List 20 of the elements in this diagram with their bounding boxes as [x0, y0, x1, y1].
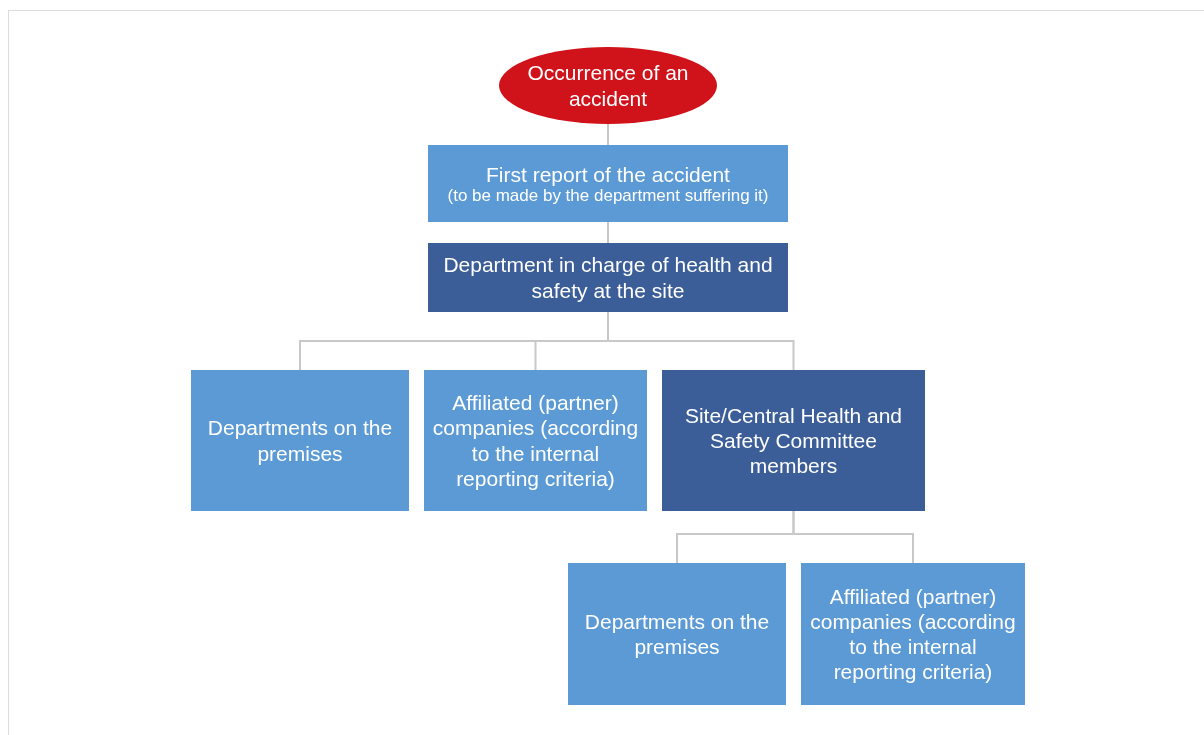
process-box — [424, 370, 647, 511]
process-box — [801, 563, 1025, 705]
node-title: Departments on the premises — [206, 415, 394, 466]
node-title: Occurrence of an accident — [526, 60, 690, 111]
connector-line — [792, 510, 914, 564]
process-box — [428, 243, 788, 312]
process-box — [568, 563, 786, 705]
connector-line — [607, 221, 609, 244]
node-title: Affiliated (partner) companies (according to the internal reporting criteria) — [809, 583, 1017, 685]
process-box — [428, 145, 788, 222]
node-title: Departments on the premises — [583, 608, 771, 660]
node-title: First report of the accident — [486, 161, 730, 187]
node-subtitle: (to be made by the department suffering it) — [447, 186, 769, 206]
process-box — [191, 370, 409, 511]
connector-line — [607, 123, 609, 146]
connector-line — [607, 311, 795, 371]
process-box — [662, 370, 925, 511]
node-title: Site/Central Health and Safety Committee members — [683, 402, 904, 479]
node-title: Department in charge of health and safety at the site — [442, 252, 774, 303]
node-title: Affiliated (partner) companies (according to the internal reporting criteria) — [432, 390, 639, 491]
